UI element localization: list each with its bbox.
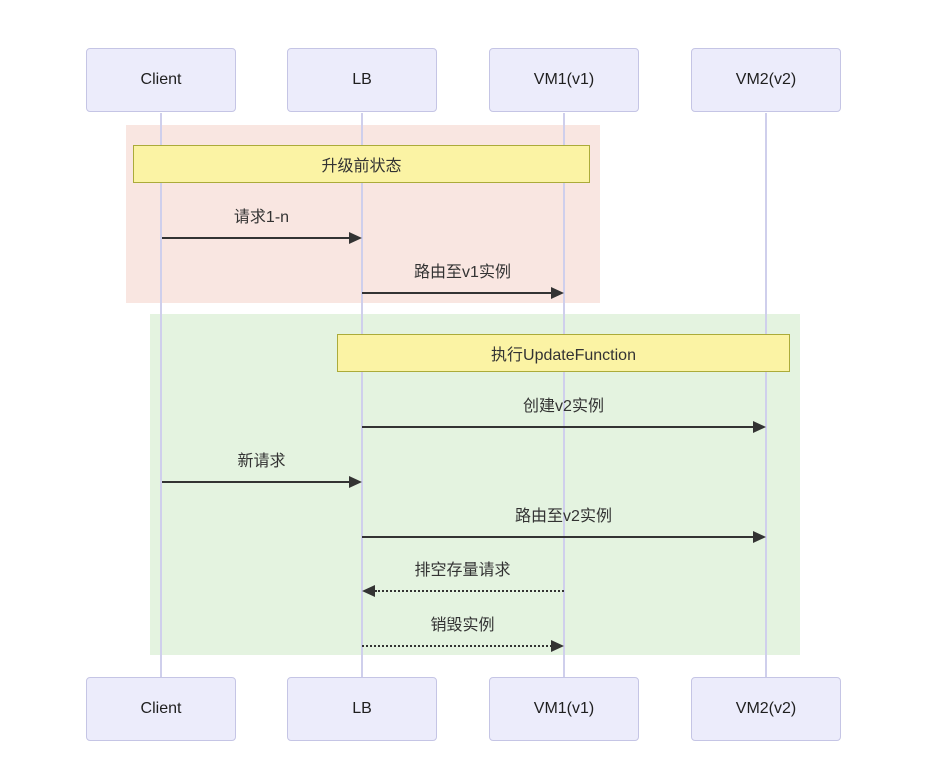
arrowhead-right-icon bbox=[753, 421, 766, 433]
section-label-update-function: 执行UpdateFunction bbox=[337, 334, 790, 372]
section-label-pre-upgrade-text: 升级前状态 bbox=[321, 158, 402, 175]
lifeline-vm2 bbox=[765, 113, 767, 677]
actor-vm1-bottom-label: VM1(v1) bbox=[533, 700, 595, 717]
actor-lb-top: LB bbox=[287, 48, 437, 112]
actor-client-top: Client bbox=[86, 48, 236, 112]
message-line-route-v1 bbox=[362, 292, 554, 294]
actor-vm1-top-label: VM1(v1) bbox=[533, 71, 595, 88]
message-label-drain-requests: 排空存量请求 bbox=[414, 562, 511, 579]
message-line-route-v2 bbox=[362, 536, 756, 538]
section-label-update-function-text: 执行UpdateFunction bbox=[491, 347, 636, 364]
message-line-request-1n bbox=[162, 237, 352, 239]
actor-client-bottom-label: Client bbox=[140, 700, 182, 717]
actor-vm2-top: VM2(v2) bbox=[691, 48, 841, 112]
actor-client-bottom: Client bbox=[86, 677, 236, 741]
actor-vm1-top: VM1(v1) bbox=[489, 48, 639, 112]
actor-vm2-bottom: VM2(v2) bbox=[691, 677, 841, 741]
lifeline-vm1 bbox=[563, 113, 565, 677]
arrowhead-left-icon bbox=[362, 585, 375, 597]
message-label-destroy-instance: 销毁实例 bbox=[430, 617, 495, 634]
message-label-route-v1: 路由至v1实例 bbox=[414, 264, 511, 281]
arrowhead-right-icon bbox=[349, 232, 362, 244]
message-label-request-1n: 请求1-n bbox=[233, 209, 290, 226]
arrowhead-right-icon bbox=[753, 531, 766, 543]
section-label-pre-upgrade: 升级前状态 bbox=[133, 145, 590, 183]
actor-lb-bottom: LB bbox=[287, 677, 437, 741]
lifeline-client bbox=[160, 113, 162, 677]
message-line-drain-requests bbox=[375, 590, 564, 592]
actor-vm2-top-label: VM2(v2) bbox=[735, 71, 797, 88]
message-line-create-v2 bbox=[362, 426, 756, 428]
message-label-new-request: 新请求 bbox=[237, 453, 286, 470]
actor-lb-top-label: LB bbox=[352, 71, 372, 88]
actor-vm2-bottom-label: VM2(v2) bbox=[735, 700, 797, 717]
message-label-route-v2: 路由至v2实例 bbox=[515, 508, 612, 525]
message-label-create-v2: 创建v2实例 bbox=[523, 398, 604, 415]
message-line-destroy-instance bbox=[362, 645, 552, 647]
actor-lb-bottom-label: LB bbox=[352, 700, 372, 717]
message-line-new-request bbox=[162, 481, 352, 483]
actor-vm1-bottom: VM1(v1) bbox=[489, 677, 639, 741]
lifeline-lb bbox=[361, 113, 363, 677]
actor-client-top-label: Client bbox=[140, 71, 182, 88]
arrowhead-right-icon bbox=[551, 287, 564, 299]
arrowhead-right-icon bbox=[349, 476, 362, 488]
arrowhead-right-icon bbox=[551, 640, 564, 652]
